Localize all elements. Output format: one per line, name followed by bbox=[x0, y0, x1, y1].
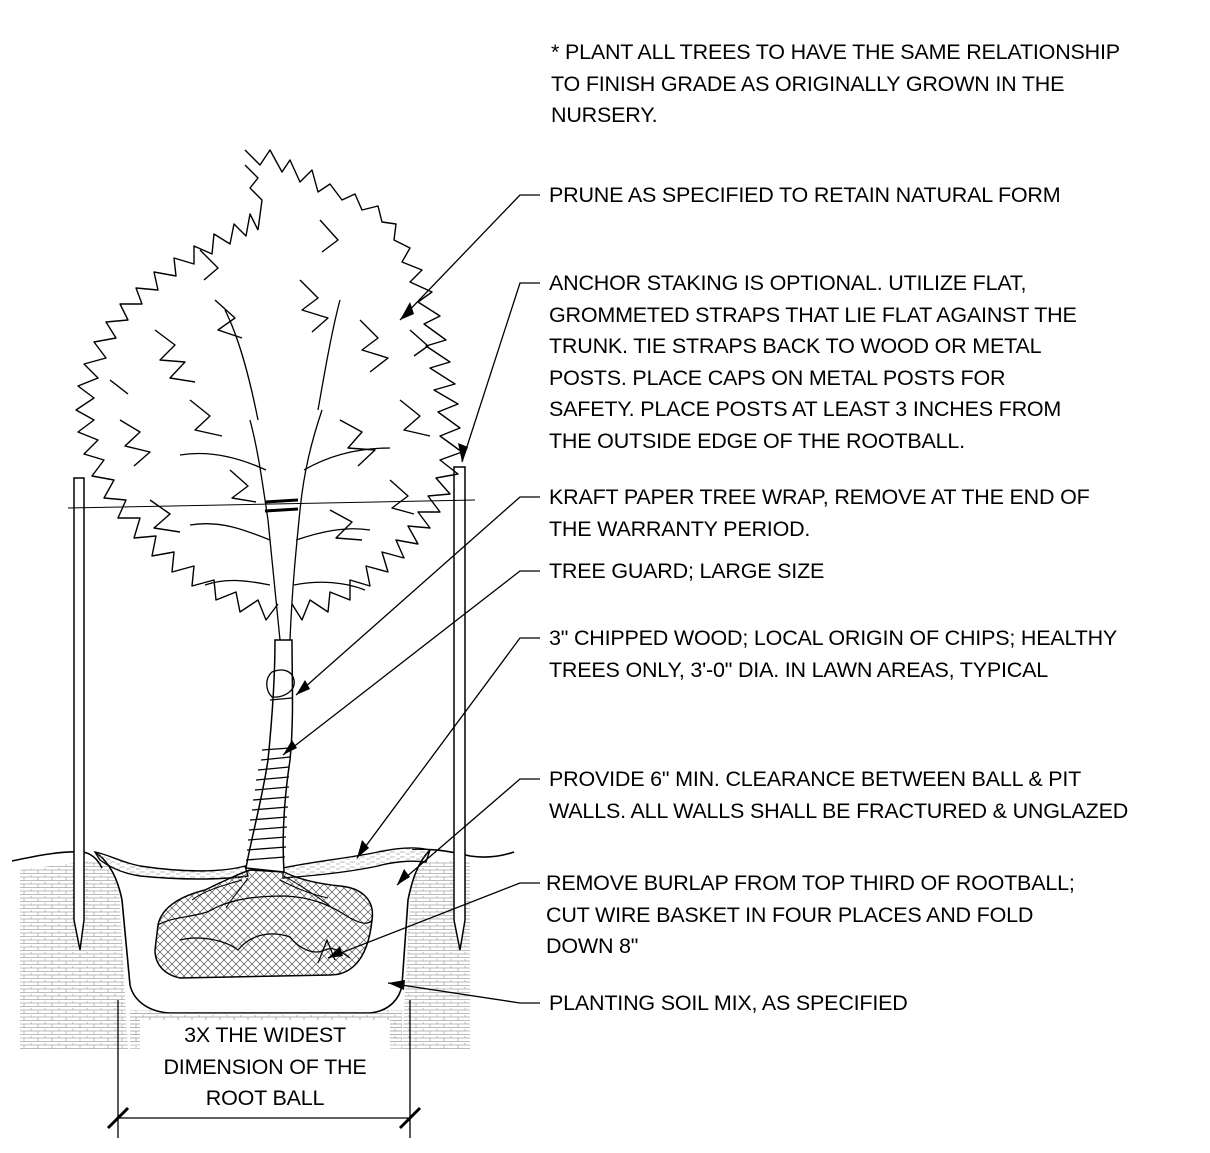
leader-lines bbox=[282, 194, 540, 1004]
mulch-layer bbox=[93, 847, 431, 880]
burlap-note: REMOVE BURLAP FROM TOP THIRD OF ROOTBALL… bbox=[546, 871, 1075, 958]
chipped-wood-note: 3" CHIPPED WOOD; LOCAL ORIGIN OF CHIPS; … bbox=[549, 626, 1118, 682]
tree-canopy bbox=[75, 149, 463, 621]
leader-arrowheads bbox=[283, 302, 468, 990]
tree-branches bbox=[179, 299, 391, 641]
anchor-stake-left bbox=[73, 477, 85, 951]
tree-trunk bbox=[245, 639, 294, 873]
leader-clearance bbox=[396, 778, 540, 886]
clearance-note: PROVIDE 6" MIN. CLEARANCE BETWEEN BALL &… bbox=[549, 767, 1129, 823]
leader-chipped-wood bbox=[356, 637, 540, 859]
tree-guard-note: TREE GUARD; LARGE SIZE bbox=[549, 559, 825, 583]
leader-burlap bbox=[327, 882, 540, 959]
anchor-stake-right bbox=[453, 466, 466, 951]
width-dimension bbox=[106, 1000, 422, 1138]
anchor-staking-note: ANCHOR STAKING IS OPTIONAL. UTILIZE FLAT… bbox=[549, 271, 1077, 453]
nursery-note: * PLANT ALL TREES TO HAVE THE SAME RELAT… bbox=[551, 40, 1120, 127]
tree-guard-wrap bbox=[245, 669, 295, 861]
strap-grommet bbox=[264, 498, 299, 513]
soil-mix-note: PLANTING SOIL MIX, AS SPECIFIED bbox=[549, 991, 908, 1015]
strap-line bbox=[67, 499, 476, 509]
leader-tree-wrap bbox=[295, 496, 540, 696]
prune-note: PRUNE AS SPECIFIED TO RETAIN NATURAL FOR… bbox=[549, 183, 1061, 207]
dimension-label: 3X THE WIDEST DIMENSION OF THE ROOT BALL bbox=[140, 1020, 390, 1115]
leader-prune bbox=[399, 194, 540, 321]
leader-anchor bbox=[461, 282, 540, 463]
root-ball bbox=[154, 869, 374, 979]
tree-wrap-note: KRAFT PAPER TREE WRAP, REMOVE AT THE END… bbox=[549, 485, 1090, 541]
leader-tree-guard bbox=[282, 570, 540, 756]
leader-soil-mix bbox=[387, 982, 540, 1004]
